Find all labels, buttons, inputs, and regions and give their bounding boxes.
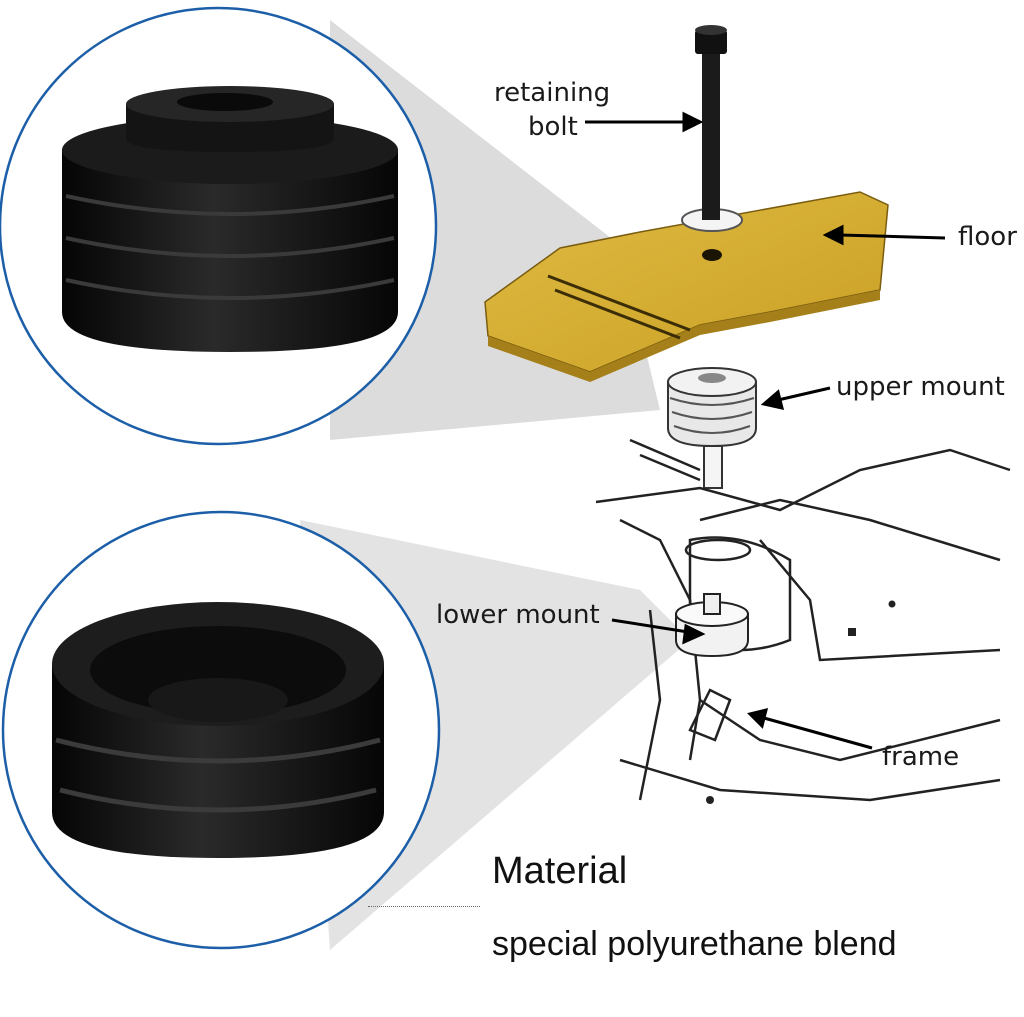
retaining-bolt bbox=[681, 25, 743, 232]
retaining-bolt-label-line1: retaining bbox=[494, 78, 611, 108]
frame-holes bbox=[706, 600, 896, 804]
retaining-bolt-label-line2: bolt bbox=[528, 112, 578, 142]
lower-mount-part bbox=[675, 593, 749, 658]
frame-label: frame bbox=[882, 742, 960, 772]
lower-mount-bushing-image bbox=[52, 602, 384, 858]
callout-arrows bbox=[585, 111, 946, 750]
floor-label: floor bbox=[958, 222, 1017, 252]
floor-panel bbox=[484, 191, 889, 382]
frame-drawing bbox=[595, 438, 1011, 802]
upper-mount-part bbox=[667, 367, 757, 489]
material-description: special polyurethane blend bbox=[492, 925, 897, 963]
material-divider bbox=[368, 906, 480, 907]
material-title: Material bbox=[492, 850, 628, 892]
upper-mount-label: upper mount bbox=[836, 372, 1005, 402]
lower-mount-label: lower mount bbox=[436, 600, 600, 630]
upper-mount-bushing-image bbox=[62, 86, 398, 352]
